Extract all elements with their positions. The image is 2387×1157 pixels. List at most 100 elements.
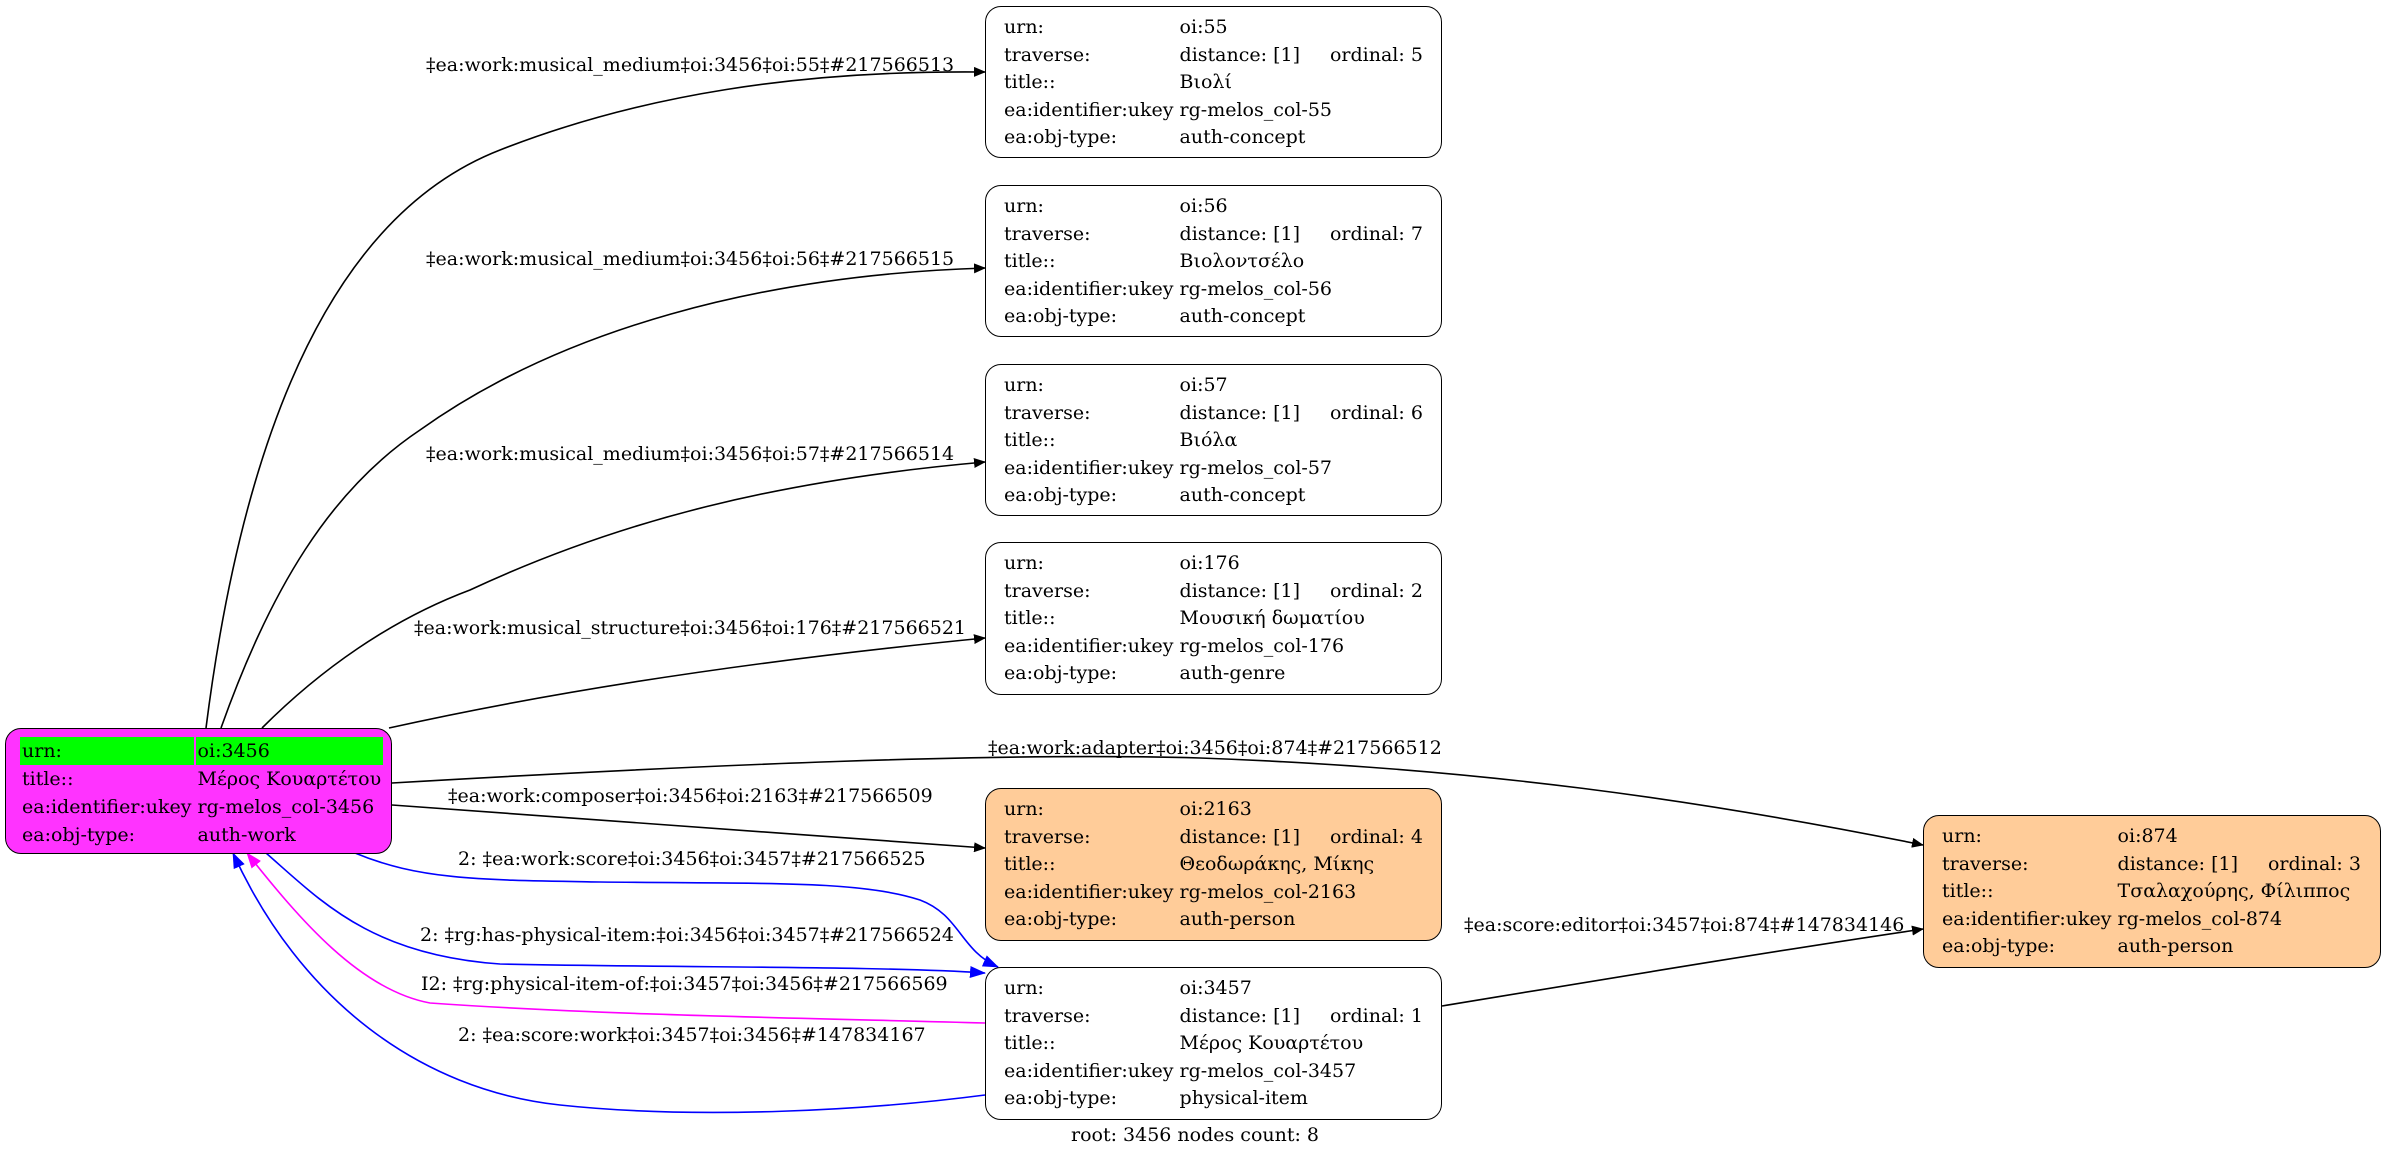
row-value: Βιολί bbox=[1179, 71, 1232, 93]
node-row-obj-type: ea:obj-type: auth-concept bbox=[1002, 124, 1425, 152]
row-key: urn: bbox=[1004, 374, 1044, 396]
row-key: ea:obj-type: bbox=[1942, 935, 2056, 957]
row-value: auth-work bbox=[197, 824, 296, 846]
distance-value: distance: [1] bbox=[1179, 222, 1300, 245]
row-key: ea:identifier:ukey bbox=[22, 796, 192, 818]
root-node-3456[interactable]: urn: oi:3456 title:: Μέρος Κουαρτέτου ea… bbox=[5, 728, 392, 854]
row-key: ea:obj-type: bbox=[1004, 305, 1118, 327]
node-row-traverse: traverse:distance: [1]ordinal: 6 bbox=[1002, 400, 1425, 428]
row-value: oi:57 bbox=[1179, 374, 1228, 396]
node-row-traverse: traverse: distance: [1] ordinal: 3 bbox=[1940, 851, 2363, 879]
distance-value: distance: [1] bbox=[1179, 825, 1300, 848]
edge-3456-176 bbox=[388, 634, 986, 729]
row-key: title:: bbox=[1004, 1032, 1056, 1054]
row-key: traverse: bbox=[1004, 401, 1091, 424]
row-value: Μουσική δωματίου bbox=[1179, 607, 1365, 629]
row-key: urn: bbox=[1942, 825, 1982, 847]
edge-3456-874 bbox=[391, 755, 1924, 848]
row-value: auth-concept bbox=[1179, 126, 1306, 148]
row-value: rg-melos_col-3457 bbox=[1179, 1059, 1357, 1082]
row-value: auth-concept bbox=[1179, 484, 1306, 506]
row-value: rg-melos_col-2163 bbox=[1179, 880, 1357, 903]
graph-node-57[interactable]: urn: oi:57 traverse:distance: [1]ordinal: … bbox=[985, 364, 1442, 516]
row-key: ea:identifier:ukey bbox=[1942, 907, 2112, 930]
node-row-obj-type: ea:obj-type:auth-concept bbox=[1002, 303, 1425, 331]
row-value: auth-person bbox=[2117, 935, 2234, 957]
node-row-obj-type: ea:obj-type:auth-genre bbox=[1002, 660, 1425, 688]
edge-label: ‡ea:work:musical_medium‡oi:3456‡oi:55‡#2… bbox=[426, 54, 955, 76]
row-value: auth-genre bbox=[1179, 662, 1286, 684]
graph-node-874[interactable]: urn: oi:874 traverse: distance: [1] ordinal:… bbox=[1923, 815, 2381, 968]
distance-value: distance: [1] bbox=[1179, 43, 1300, 66]
node-row-urn: urn: oi:874 bbox=[1940, 823, 2363, 851]
node-row-urn: urn:oi:2163 bbox=[1002, 796, 1425, 824]
edge-3456-55 bbox=[205, 66, 986, 729]
node-row-traverse: traverse:distance: [1]ordinal: 5 bbox=[1002, 42, 1425, 70]
node-row-traverse: traverse:distance: [1]ordinal: 1 bbox=[1002, 1003, 1425, 1031]
edge-3456-57 bbox=[261, 457, 986, 729]
edge-label: 2: ‡ea:work:score‡oi:3456‡oi:3457‡#21756… bbox=[458, 848, 926, 870]
row-value: rg-melos_col-874 bbox=[2117, 907, 2283, 930]
node-row-obj-type: ea:obj-type: auth-person bbox=[1002, 906, 1425, 934]
edge-3457-3456-physical-item-of bbox=[246, 852, 986, 1024]
edge-label: ‡ea:work:musical_structure‡oi:3456‡oi:17… bbox=[414, 617, 967, 639]
row-key: title:: bbox=[1004, 607, 1056, 629]
row-key: ea:obj-type: bbox=[1004, 908, 1118, 930]
graph-footer: root: 3456 nodes count: 8 bbox=[1071, 1124, 1320, 1146]
edge-label: ‡ea:work:musical_medium‡oi:3456‡oi:57‡#2… bbox=[426, 443, 955, 465]
edge-label: ‡ea:work:adapter‡oi:3456‡oi:874‡#2175665… bbox=[988, 737, 1442, 759]
edge-3456-56 bbox=[220, 263, 986, 729]
row-value: rg-melos_col-57 bbox=[1179, 456, 1332, 479]
row-key: traverse: bbox=[1942, 852, 2029, 875]
row-key: ea:obj-type: bbox=[1004, 126, 1118, 148]
row-value: oi:176 bbox=[1179, 552, 1240, 574]
row-value: Θεοδωράκης, Μίκης bbox=[1179, 853, 1375, 875]
node-row-title: title:: Μέρος Κουαρτέτου bbox=[20, 765, 383, 793]
ordinal-value: ordinal: 7 bbox=[1329, 222, 1423, 245]
edge-3456-3457-score bbox=[354, 852, 999, 968]
row-value: oi:56 bbox=[1179, 195, 1228, 217]
edge-label: 2: ‡rg:has-physical-item:‡oi:3456‡oi:345… bbox=[420, 924, 954, 946]
row-value: oi:55 bbox=[1179, 16, 1228, 38]
distance-value: distance: [1] bbox=[2117, 852, 2238, 875]
node-row-title: title::Θεοδωράκης, Μίκης bbox=[1002, 851, 1425, 879]
node-row-title: title::Τσαλαχούρης, Φίλιππος bbox=[1940, 878, 2363, 906]
edge-label: 2: ‡ea:score:work‡oi:3457‡oi:3456‡#14783… bbox=[458, 1024, 926, 1046]
node-row-title: title::Βιόλα bbox=[1002, 427, 1425, 455]
edge-label: ‡ea:work:composer‡oi:3456‡oi:2163‡#21756… bbox=[448, 785, 933, 807]
row-value: rg-melos_col-3456 bbox=[197, 796, 375, 818]
row-value: Μέρος Κουαρτέτου bbox=[197, 768, 382, 790]
edge-3457-3456-score-work bbox=[232, 852, 986, 1114]
row-value: auth-person bbox=[1179, 908, 1296, 930]
row-key: ea:obj-type: bbox=[1004, 1087, 1118, 1109]
ordinal-value: ordinal: 3 bbox=[2267, 852, 2361, 875]
row-value: rg-melos_col-176 bbox=[1179, 634, 1345, 657]
row-key: ea:identifier:ukey bbox=[1004, 277, 1174, 300]
row-key: ea:identifier:ukey bbox=[1004, 456, 1174, 479]
row-value: Τσαλαχούρης, Φίλιππος bbox=[2117, 880, 2351, 902]
row-value: oi:874 bbox=[2117, 825, 2178, 847]
row-key: urn: bbox=[1004, 16, 1044, 38]
root-node-table: urn: oi:3456 title:: Μέρος Κουαρτέτου ea… bbox=[18, 737, 385, 849]
node-row-urn: urn:oi:56 bbox=[1002, 193, 1425, 221]
row-key: ea:identifier:ukey bbox=[1004, 98, 1174, 121]
node-row-traverse: traverse:distance: [1]ordinal: 7 bbox=[1002, 221, 1425, 249]
node-row-traverse: traverse:distance: [1]ordinal: 2 bbox=[1002, 578, 1425, 606]
row-key: urn: bbox=[1004, 552, 1044, 574]
node-row-title: title::Βιολί bbox=[1002, 69, 1425, 97]
ordinal-value: ordinal: 2 bbox=[1329, 579, 1423, 602]
row-key: title:: bbox=[1004, 429, 1056, 451]
distance-value: distance: [1] bbox=[1179, 579, 1300, 602]
row-key: ea:identifier:ukey bbox=[1004, 1059, 1174, 1082]
ordinal-value: ordinal: 5 bbox=[1329, 43, 1423, 66]
